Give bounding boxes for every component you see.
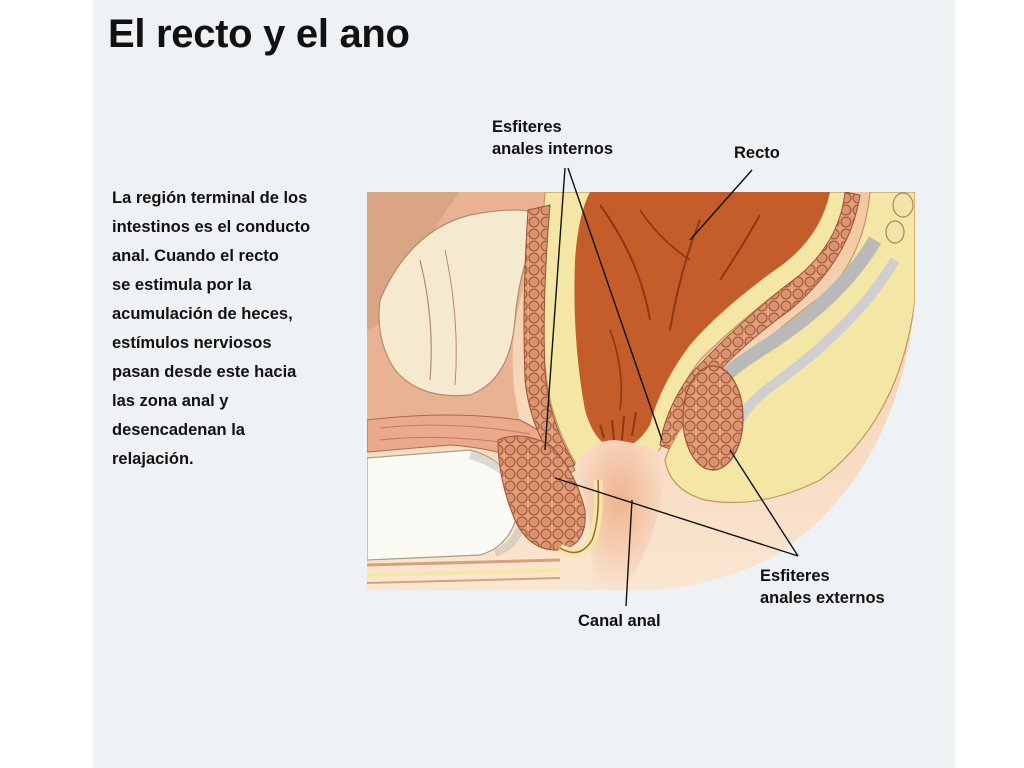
label-internal-sphincters: Esfiteres anales internos bbox=[492, 116, 613, 160]
body-line: las zona anal y bbox=[112, 392, 229, 410]
label-line: anales internos bbox=[492, 140, 614, 158]
leader-internal-1 bbox=[544, 167, 566, 451]
body-line: intestinos es el conducto bbox=[112, 218, 311, 236]
label-line: Esfiteres bbox=[492, 118, 562, 136]
anal-canal bbox=[575, 440, 665, 590]
anatomy-cross-section bbox=[367, 192, 915, 590]
body-line: acumulación de heces, bbox=[112, 305, 293, 323]
page-title: El recto y el ano bbox=[108, 12, 410, 56]
external-sphincter-left bbox=[497, 435, 586, 551]
leader-internal-2 bbox=[567, 167, 663, 441]
external-sphincter-right bbox=[682, 365, 744, 471]
body-line: se estimula por la bbox=[112, 276, 252, 294]
body-line: desencadenan la bbox=[112, 421, 245, 439]
body-line: pasan desde este hacia bbox=[112, 363, 297, 381]
leader-anal-canal bbox=[625, 499, 633, 607]
leader-lines bbox=[544, 167, 799, 607]
body-line: La región terminal de los bbox=[112, 189, 308, 207]
label-anal-canal: Canal anal bbox=[578, 612, 661, 630]
label-line: Esfiteres bbox=[760, 567, 830, 585]
body-line: estímulos nerviosos bbox=[112, 334, 272, 352]
label-rectum: Recto bbox=[734, 144, 780, 162]
body-line: relajación. bbox=[112, 450, 194, 468]
rectum-lumen bbox=[574, 192, 830, 449]
body-paragraph: La región terminal de los intestinos es … bbox=[112, 184, 352, 474]
body-line: anal. Cuando el recto bbox=[112, 247, 279, 265]
label-external-sphincters: Esfiteres anales externos bbox=[760, 565, 885, 609]
leader-external-1 bbox=[554, 477, 799, 557]
leader-external-2 bbox=[729, 449, 799, 557]
coccyx-bone bbox=[892, 192, 914, 218]
leader-rectum bbox=[689, 169, 753, 241]
label-line: anales externos bbox=[760, 589, 885, 607]
